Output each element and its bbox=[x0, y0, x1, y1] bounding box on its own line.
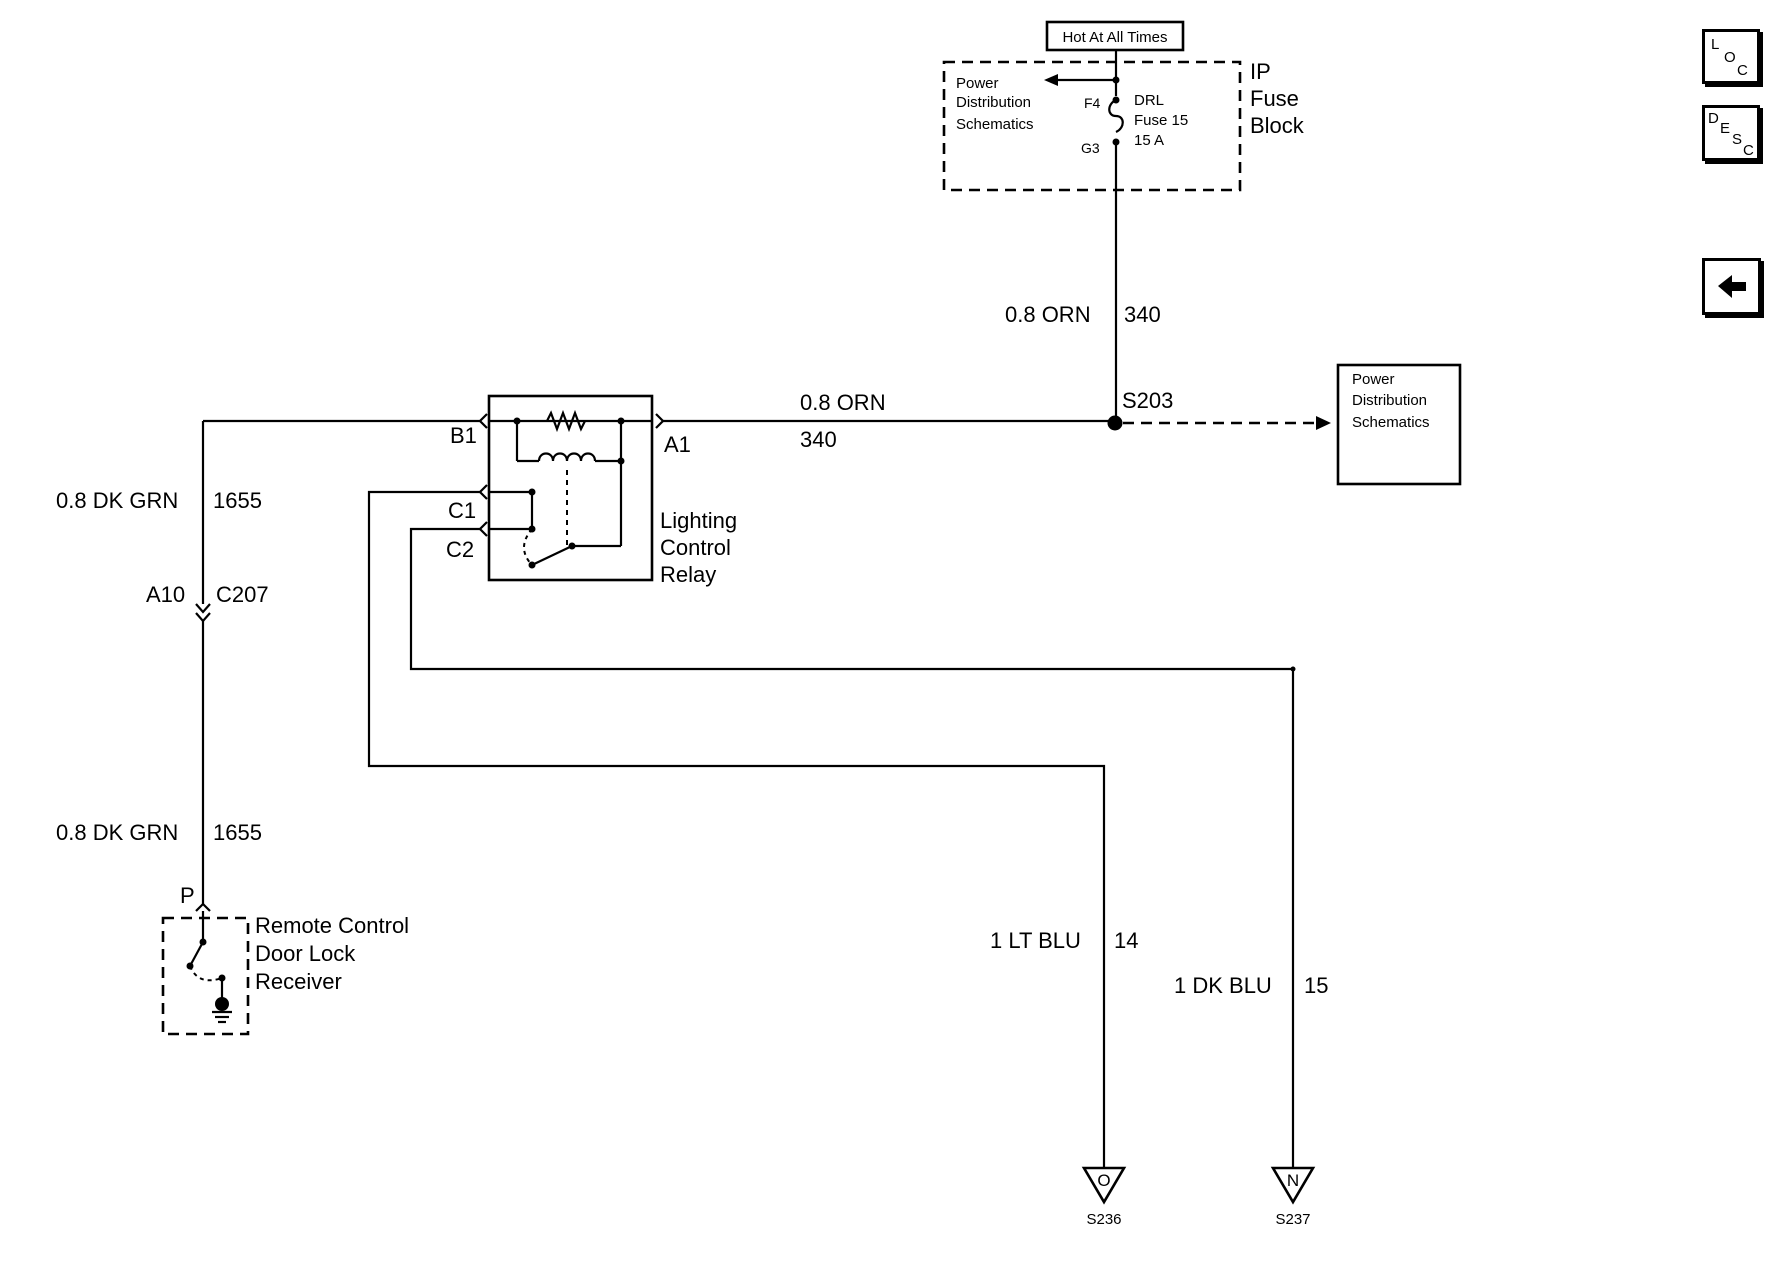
wire-circuit-label: 15 bbox=[1304, 973, 1328, 998]
wire-color-label: 0.8 ORN bbox=[800, 390, 886, 415]
reference-splice-label: S236 bbox=[1086, 1211, 1121, 1228]
relay-label: Relay bbox=[660, 562, 716, 587]
wire-color-label: 1 LT BLU bbox=[990, 928, 1081, 953]
wire-circuit-label: 340 bbox=[1124, 302, 1161, 327]
connector-pin-label: A10 bbox=[146, 582, 185, 607]
receiver-pin-label: P bbox=[180, 883, 195, 908]
hot-at-all-times-label: Hot At All Times bbox=[1062, 29, 1167, 46]
coil-icon bbox=[537, 452, 597, 462]
arrow-right-icon bbox=[1316, 416, 1331, 430]
wire-circuit-label: 1655 bbox=[213, 820, 262, 845]
wire-color-label: 0.8 DK GRN bbox=[56, 488, 178, 513]
pds-reference-label[interactable]: Schematics bbox=[956, 116, 1034, 133]
reference-letter: O bbox=[1097, 1171, 1110, 1190]
resistor-icon bbox=[546, 409, 586, 433]
pin-label-c1: C1 bbox=[448, 498, 476, 523]
pin-b1-chevron bbox=[478, 413, 488, 429]
pds-box-label: Power bbox=[1352, 371, 1395, 388]
fuse-block-outline bbox=[942, 60, 1242, 192]
relay-label: Control bbox=[660, 535, 731, 560]
wire-color-label: 0.8 ORN bbox=[1005, 302, 1091, 327]
fuse-pin-g3: G3 bbox=[1081, 140, 1100, 156]
reference-letter: N bbox=[1287, 1171, 1299, 1190]
reference-splice-label: S237 bbox=[1275, 1211, 1310, 1228]
reference-s236[interactable]: O S236 bbox=[1081, 1166, 1127, 1228]
desc-letter: C bbox=[1743, 142, 1754, 159]
splice-label: S203 bbox=[1122, 388, 1173, 413]
fuse-symbol-icon bbox=[1108, 98, 1124, 134]
connector-name-label: C207 bbox=[216, 582, 269, 607]
pin-label-b1: B1 bbox=[450, 423, 477, 448]
relay-label: Lighting bbox=[660, 508, 737, 533]
back-button[interactable] bbox=[1702, 258, 1761, 315]
pin-a1-chevron bbox=[655, 413, 665, 429]
splice-s203-dot bbox=[1107, 415, 1123, 431]
wire-circuit-label: 14 bbox=[1114, 928, 1138, 953]
pds-box-label: Schematics bbox=[1352, 414, 1430, 431]
wire-circuit-label: 340 bbox=[800, 427, 837, 452]
connector-c207: A10 C207 bbox=[146, 582, 269, 623]
ip-fuse-block: Hot At All Times IP Fuse Block Power Dis… bbox=[942, 20, 1305, 192]
pds-box-label: Distribution bbox=[1352, 392, 1427, 409]
loc-button[interactable]: L O C bbox=[1702, 29, 1760, 84]
fuse-pin-f4: F4 bbox=[1084, 95, 1101, 111]
fuse-rating: 15 A bbox=[1134, 132, 1164, 149]
pin-c1-chevron bbox=[478, 484, 488, 500]
wire-color-label: 1 DK BLU bbox=[1174, 973, 1272, 998]
fuse-block-title: IP bbox=[1250, 59, 1271, 84]
fuse-block-title: Block bbox=[1250, 113, 1305, 138]
pin-c2-chevron bbox=[478, 521, 488, 537]
ground-icon bbox=[215, 997, 229, 1011]
wire-color-label: 0.8 DK GRN bbox=[56, 820, 178, 845]
receiver-label: Remote Control bbox=[255, 913, 409, 938]
desc-letter: S bbox=[1732, 131, 1743, 148]
pin-label-c2: C2 bbox=[446, 537, 474, 562]
loc-letter: C bbox=[1737, 62, 1748, 79]
loc-letter: L bbox=[1711, 36, 1720, 53]
arrow-left-icon bbox=[1044, 74, 1058, 86]
desc-button[interactable]: D E S C bbox=[1702, 105, 1760, 161]
receiver-label: Receiver bbox=[255, 969, 342, 994]
remote-control-door-lock-receiver: P Remote Control Door Lock Receiver bbox=[161, 883, 409, 1036]
loc-letter: O bbox=[1724, 49, 1736, 66]
reference-s237[interactable]: N S237 bbox=[1270, 1166, 1316, 1228]
desc-letter: E bbox=[1720, 120, 1731, 137]
fuse-name: Fuse 15 bbox=[1134, 112, 1188, 129]
pds-reference-label[interactable]: Power bbox=[956, 75, 999, 92]
pds-reference-label[interactable]: Distribution bbox=[956, 94, 1031, 111]
lighting-control-relay: B1 A1 C1 C2 Lighting Control Relay bbox=[446, 394, 737, 587]
receiver-label: Door Lock bbox=[255, 941, 356, 966]
fuse-name: DRL bbox=[1134, 92, 1164, 109]
desc-letter: D bbox=[1708, 110, 1719, 127]
pin-label-a1: A1 bbox=[664, 432, 691, 457]
fuse-block-title: Fuse bbox=[1250, 86, 1299, 111]
pds-box[interactable]: Power Distribution Schematics bbox=[1336, 363, 1462, 486]
left-arrow-icon bbox=[1718, 275, 1746, 298]
wire-circuit-label: 1655 bbox=[213, 488, 262, 513]
